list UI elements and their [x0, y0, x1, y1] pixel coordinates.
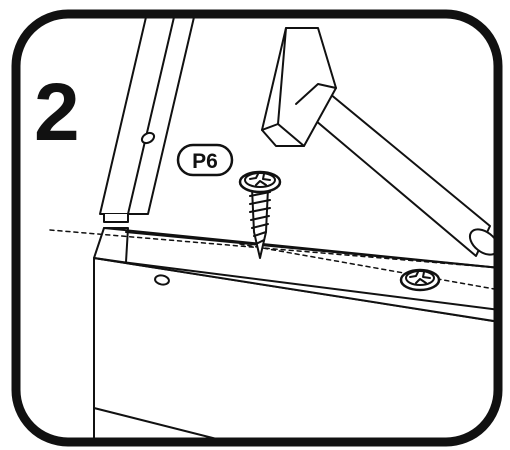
hammer-icon — [261, 27, 498, 257]
dowel-hole — [154, 274, 170, 286]
illustration-content — [49, 14, 498, 442]
screw-icon — [238, 170, 282, 259]
screw-head-icon — [399, 268, 441, 292]
guide-lines — [49, 229, 498, 291]
part-label: P6 — [192, 150, 218, 173]
step-number: 2 — [34, 67, 80, 158]
side-panel — [99, 14, 199, 223]
step-frame-border — [11, 9, 503, 447]
bottom-board — [93, 227, 498, 442]
dowel-hole — [140, 131, 156, 145]
part-label-badge: P6 — [176, 143, 234, 177]
